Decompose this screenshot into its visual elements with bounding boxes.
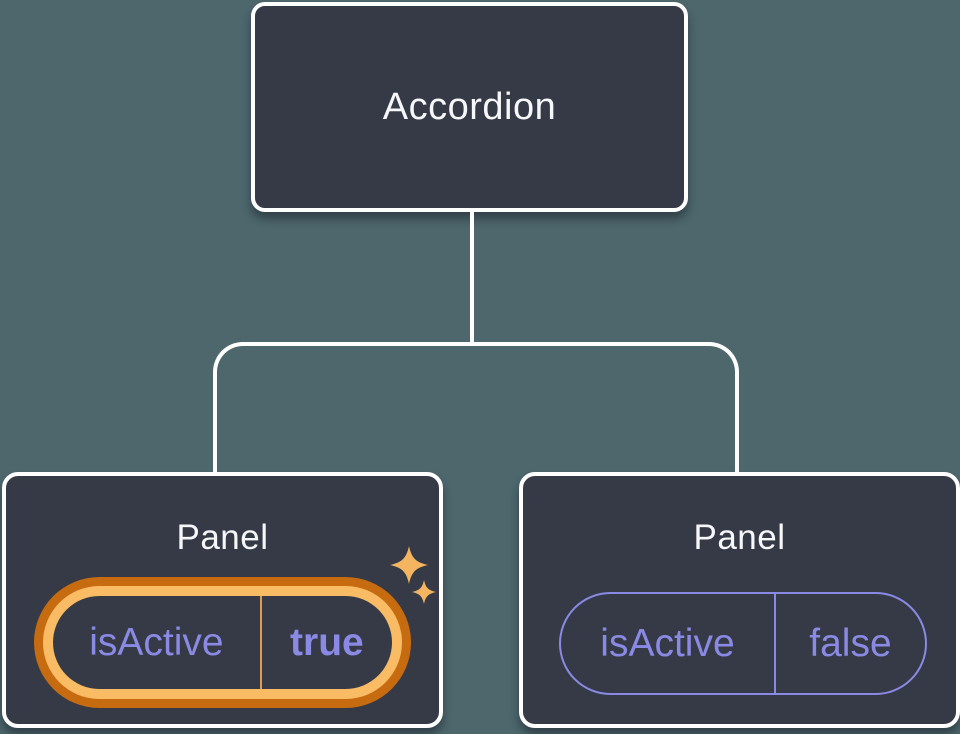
panel-node-label: Panel (693, 518, 786, 557)
state-pill-active-body: isActive true (53, 596, 392, 689)
state-pill-inactive: isActive false (559, 592, 927, 695)
sparkle-icon-large (390, 546, 428, 584)
prop-name: isActive (89, 620, 224, 664)
sparkle-icon-small (412, 580, 436, 604)
prop-value: false (773, 594, 925, 693)
panel-node-label: Panel (176, 518, 269, 557)
accordion-node-label: Accordion (382, 85, 557, 128)
prop-name: isActive (600, 621, 735, 665)
prop-value: true (259, 596, 392, 689)
panel-node-active: Panel isActive true (2, 472, 443, 728)
accordion-node: Accordion (251, 2, 688, 212)
connector-branch (213, 342, 739, 473)
state-pill-active: isActive true (34, 577, 411, 708)
panel-node-inactive: Panel isActive false (519, 472, 960, 728)
connector-root-stem (470, 210, 474, 346)
state-pill-active-ring: isActive true (43, 586, 402, 699)
